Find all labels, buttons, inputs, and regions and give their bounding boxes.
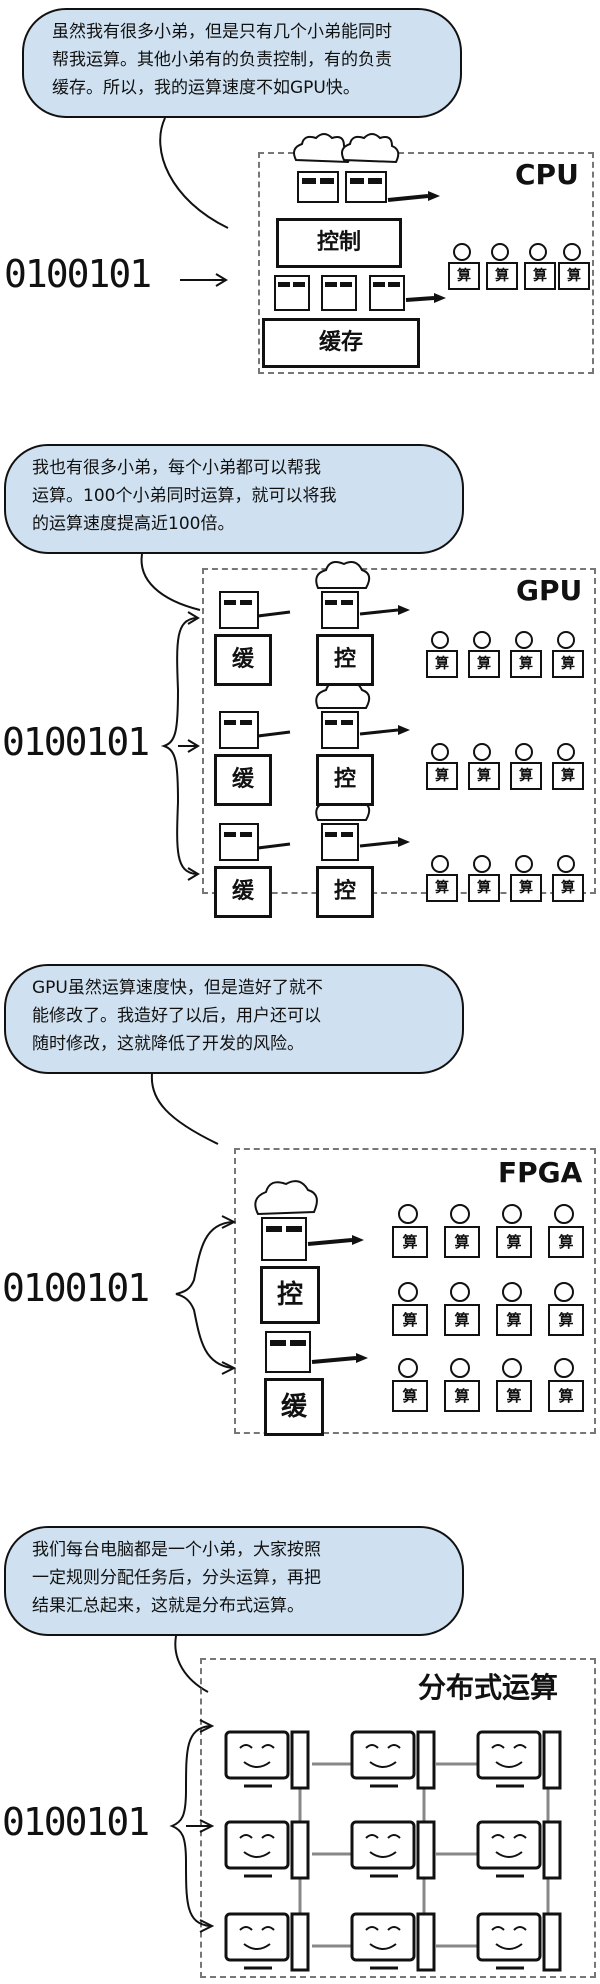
calc-worker: 算 (510, 762, 542, 790)
fpga-title: FPGA (498, 1156, 583, 1189)
gpu-bubble-tail (140, 553, 201, 611)
bubble-line-2: 帮我运算。其他小弟有的负责控制，有的负责 (52, 50, 392, 70)
calc-worker: 算 (426, 874, 458, 902)
gpu-cache-box: 缓 (214, 634, 272, 686)
gpu-panel: 我也有很多小弟，每个小弟都可以帮我 运算。100个小弟同时运算，就可以将我 的运… (0, 440, 600, 918)
bubble-line-1: GPU虽然运算速度快，但是造好了就不 (32, 978, 323, 998)
calc-worker: 算 (448, 262, 480, 290)
gpu-speech-bubble: 我也有很多小弟，每个小弟都可以帮我 运算。100个小弟同时运算，就可以将我 的运… (4, 444, 464, 554)
gpu-control-box: 控 (316, 634, 374, 686)
cache-label: 缓存 (318, 330, 363, 355)
calc-worker: 算 (496, 1304, 532, 1336)
cpu-input-arrow (180, 273, 228, 287)
bubble-line-2: 能修改了。我造好了以后，用户还可以 (32, 1006, 321, 1026)
fpga-workers (254, 1180, 368, 1373)
calc-worker: 算 (548, 1304, 584, 1336)
calc-worker: 算 (468, 874, 500, 902)
cpu-speech-bubble: 虽然我有很多小弟，但是只有几个小弟能同时 帮我运算。其他小弟有的负责控制，有的负… (22, 8, 462, 118)
calc-worker: 算 (468, 762, 500, 790)
calc-worker: 算 (558, 262, 590, 290)
gpu-input-brace (160, 611, 200, 881)
fpga-input-bits: 0100101 (2, 1266, 150, 1310)
gpu-cache-box: 缓 (214, 866, 272, 918)
calc-worker: 算 (468, 650, 500, 678)
distributed-diagram-box (200, 1658, 596, 1978)
calc-worker: 算 (510, 650, 542, 678)
gpu-diagram-box (202, 568, 596, 894)
bubble-line-3: 的运算速度提高近100倍。 (32, 514, 235, 534)
cpu-cache-workers (274, 275, 446, 311)
fpga-calc-heads (398, 1204, 574, 1378)
distributed-panel: 我们每台电脑都是一个小弟，大家按照 一定规则分配任务后，分头运算，再把 结果汇总… (0, 1520, 600, 1984)
calc-worker: 算 (444, 1304, 480, 1336)
cpu-diagram-box (258, 152, 594, 374)
calc-worker: 算 (426, 650, 458, 678)
cpu-input-bits: 0100101 (4, 252, 152, 296)
gpu-control-box: 控 (316, 866, 374, 918)
distributed-speech-bubble: 我们每台电脑都是一个小弟，大家按照 一定规则分配任务后，分头运算，再把 结果汇总… (4, 1526, 464, 1636)
distributed-bubble-tail (174, 1635, 209, 1693)
cpu-control-box: 控制 (276, 218, 402, 268)
bubble-line-1: 虽然我有很多小弟，但是只有几个小弟能同时 (52, 22, 392, 42)
gpu-calc-heads (431, 631, 575, 873)
fpga-control-box: 控 (260, 1266, 320, 1324)
calc-worker: 算 (426, 762, 458, 790)
bubble-line-1: 我们每台电脑都是一个小弟，大家按照 (32, 1540, 321, 1560)
calc-worker: 算 (392, 1380, 428, 1412)
fpga-bubble-tail (150, 1073, 219, 1145)
calc-worker: 算 (444, 1380, 480, 1412)
fpga-cache-box: 缓 (264, 1378, 324, 1436)
distributed-input-bits: 0100101 (2, 1800, 150, 1844)
cpu-bubble-tail (159, 117, 229, 229)
gpu-control-heads (219, 561, 410, 861)
calc-worker: 算 (496, 1380, 532, 1412)
cpu-panel: 虽然我有很多小弟，但是只有几个小弟能同时 帮我运算。其他小弟有的负责控制，有的负… (0, 0, 600, 374)
fpga-panel: GPU虽然运算速度快，但是造好了就不 能修改了。我造好了以后，用户还可以 随时修… (0, 960, 600, 1450)
calc-worker: 算 (444, 1226, 480, 1258)
gpu-title: GPU (516, 574, 583, 607)
calc-worker: 算 (552, 650, 584, 678)
gpu-control-box: 控 (316, 754, 374, 806)
control-label: 控制 (316, 230, 361, 255)
distributed-input-brace (169, 1719, 215, 1933)
calc-worker: 算 (486, 262, 518, 290)
fpga-diagram-box (234, 1148, 596, 1434)
calc-worker: 算 (548, 1226, 584, 1258)
calc-worker: 算 (496, 1226, 532, 1258)
calc-worker: 算 (552, 762, 584, 790)
cpu-title: CPU (515, 158, 579, 191)
cpu-cache-box: 缓存 (262, 318, 420, 368)
distributed-title: 分布式运算 (418, 1671, 559, 1704)
distributed-computer-grid (224, 1730, 562, 1972)
gpu-input-bits: 0100101 (2, 720, 150, 764)
bubble-line-3: 缓存。所以，我的运算速度不如GPU快。 (52, 78, 360, 98)
calc-worker: 算 (392, 1304, 428, 1336)
fpga-speech-bubble: GPU虽然运算速度快，但是造好了就不 能修改了。我造好了以后，用户还可以 随时修… (4, 964, 464, 1074)
cpu-calc-heads (453, 243, 581, 261)
fpga-input-brace (175, 1215, 237, 1375)
bubble-line-2: 一定规则分配任务后，分头运算，再把 (32, 1568, 321, 1588)
bubble-line-3: 结果汇总起来，这就是分布式运算。 (32, 1596, 304, 1616)
cpu-control-workers (293, 133, 440, 203)
bubble-line-1: 我也有很多小弟，每个小弟都可以帮我 (32, 458, 321, 478)
calc-worker: 算 (548, 1380, 584, 1412)
calc-worker: 算 (552, 874, 584, 902)
bubble-line-2: 运算。100个小弟同时运算，就可以将我 (32, 486, 337, 506)
gpu-cache-box: 缓 (214, 754, 272, 806)
calc-worker: 算 (524, 262, 556, 290)
bubble-line-3: 随时修改，这就降低了开发的风险。 (32, 1034, 304, 1054)
calc-worker: 算 (510, 874, 542, 902)
calc-worker: 算 (392, 1226, 428, 1258)
